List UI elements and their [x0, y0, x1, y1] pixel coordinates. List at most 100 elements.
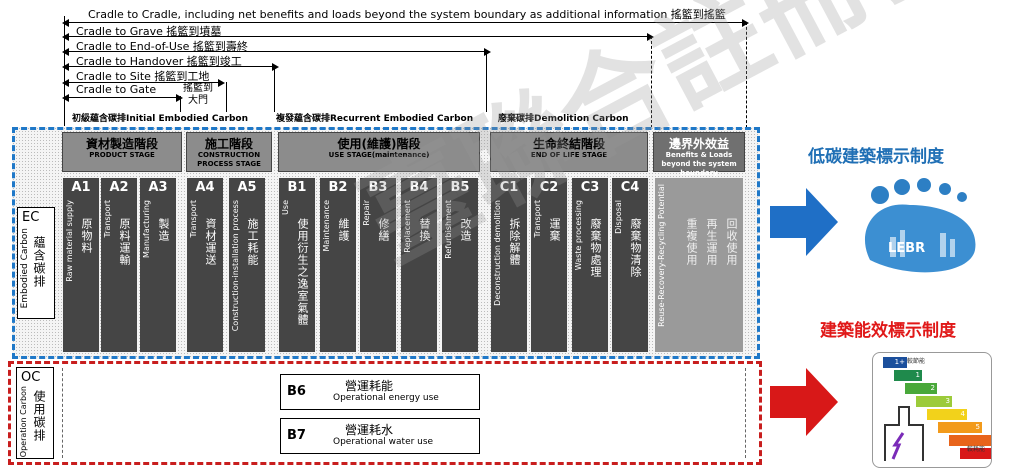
cradle-to-handover-line — [64, 66, 274, 67]
arrow-left-icon — [62, 33, 69, 41]
energy-grade-bar: 6 — [949, 435, 991, 446]
cradle-to-cradle-line — [64, 22, 744, 23]
oc-en: Operation Carbon — [19, 386, 28, 458]
module-code: A3 — [148, 180, 168, 195]
module-en-label: Transport — [189, 200, 198, 238]
oc-zh: 使用碳排 — [32, 390, 46, 442]
energy-grade-bar: 1 — [894, 370, 922, 381]
module-code: B2 — [328, 180, 348, 195]
scope-cradle-to-gate: Cradle to Gate — [76, 83, 157, 96]
energy-grade-bar: 2 — [905, 383, 937, 394]
module-zh-label: 廢棄物清除 — [629, 218, 642, 278]
scope-gate-zh: 搖籃到大門 — [183, 83, 213, 106]
module-zh-label: 運棄 — [548, 218, 561, 242]
cradle-to-site-line — [64, 82, 220, 83]
module-d-zh1: 重複使用 — [685, 218, 698, 266]
cradle-to-end-of-use-line — [64, 51, 486, 52]
module-zh-label: 替換 — [418, 218, 431, 242]
energy-grade-bar: 4 — [927, 409, 967, 420]
module-zh-label: 資材運送 — [204, 218, 217, 266]
ec-label-box: EC Embodied Carbon 蘊含碳排 — [17, 207, 55, 319]
module-en-label: Transport — [103, 200, 112, 238]
module-code: C2 — [539, 180, 559, 195]
site-boundary-line — [226, 82, 227, 112]
arrow-left-icon — [62, 19, 69, 27]
module-code: C3 — [580, 180, 600, 195]
module-en-label: Deconstruction demolition — [493, 200, 502, 306]
use-stage-zh: 使用(維護)階段 — [337, 137, 421, 151]
lebr-footprint-icon — [864, 178, 976, 273]
b6-zh: 營運耗能 — [345, 379, 394, 393]
energy-label-graphic: 1+1234567 較節能 較耗能 — [872, 352, 992, 468]
grave-boundary-line — [651, 36, 652, 128]
product-stage-zh: 資材製造階段 — [85, 137, 158, 151]
use-stage-en: USE STAGE(maintenance) — [328, 151, 430, 159]
module-en-label: Refurbishment — [444, 200, 453, 259]
module-en-label: Construction-installation process — [231, 200, 240, 332]
oc-code: OC — [21, 370, 41, 385]
end-of-use-boundary-line — [486, 50, 487, 112]
oc-divider — [62, 368, 63, 458]
module-zh-label: 廢棄物處理 — [589, 218, 602, 278]
b7-code: B7 — [287, 428, 306, 443]
arrow-right-icon — [176, 94, 183, 102]
blue-arrow-icon — [770, 188, 838, 256]
energy-grade-bar: 3 — [916, 396, 952, 407]
energy-top-label: 較節能 — [907, 358, 926, 365]
module-d: Reuse-Recovery-Recycling Potential 重複使用 … — [655, 178, 743, 352]
arrow-left-icon — [62, 48, 69, 56]
ec-en: Embodied Carbon — [20, 228, 30, 309]
energy-bottom-label: 較耗能 — [967, 446, 986, 453]
energy-grade-bar: 7 — [960, 448, 991, 459]
building-outline-icon — [884, 406, 924, 461]
arrow-right-icon — [647, 33, 654, 41]
scope-cradle-to-grave: Cradle to Grave 搖籃到墳墓 — [76, 25, 222, 38]
arrow-right-icon — [272, 63, 279, 71]
module-zh-label: 拆除解體 — [508, 218, 521, 266]
scope-cradle-to-cradle: Cradle to Cradle, including net benefits… — [88, 8, 726, 21]
module-code: B1 — [287, 180, 307, 195]
beyond-boundary-en: Benefits & Loads beyond the system bound… — [661, 151, 737, 177]
construction-stage-zh: 施工階段 — [204, 137, 253, 151]
lebr-logo-text: LEBR — [888, 241, 926, 256]
scope-origin-line — [64, 16, 65, 126]
recurrent-embodied-carbon-label: 複發蘊含碳排Recurrent Embodied Carbon — [276, 114, 474, 124]
ec-zh: 蘊含碳排 — [32, 236, 46, 288]
module-code: A2 — [109, 180, 129, 195]
arrow-left-icon — [62, 63, 69, 71]
cradle-boundary-line — [746, 22, 747, 128]
arrow-left-icon — [62, 79, 69, 87]
operational-water-box: B7 營運耗水 Operational water use — [280, 418, 480, 454]
module-zh-label: 維護 — [337, 218, 350, 242]
red-arrow-icon — [770, 368, 838, 436]
module-en-label: Maintenance — [322, 200, 331, 252]
module-code: B5 — [450, 180, 470, 195]
oc-divider-right — [745, 368, 746, 458]
end-of-life-stage-zh: 生命終結階段 — [532, 137, 605, 151]
module-zh-label: 原料運輸 — [118, 218, 131, 266]
energy-grade-bar: 1+ — [883, 357, 907, 368]
construction-stage-en: CONSTRUCTION PROCESS STAGE — [197, 151, 261, 168]
module-zh-label: 施工耗能 — [246, 218, 259, 266]
cradle-to-gate-line — [64, 97, 178, 98]
module-code: B4 — [409, 180, 429, 195]
end-of-life-stage-en: END OF LIFE STAGE — [530, 151, 608, 159]
construction-stage-header: 施工階段 CONSTRUCTION PROCESS STAGE — [186, 132, 272, 172]
beyond-boundary-header: 邊界外效益 Benefits & Loads beyond the system… — [653, 132, 745, 177]
module-en-label: Transport — [533, 200, 542, 238]
scope-cradle-to-handover: Cradle to Handover 搖籃到竣工 — [76, 55, 242, 68]
module-zh-label: 原物料 — [80, 218, 93, 254]
module-en-label: Disposal — [614, 200, 623, 234]
lebr-title: 低碳建築標示制度 — [808, 147, 944, 167]
